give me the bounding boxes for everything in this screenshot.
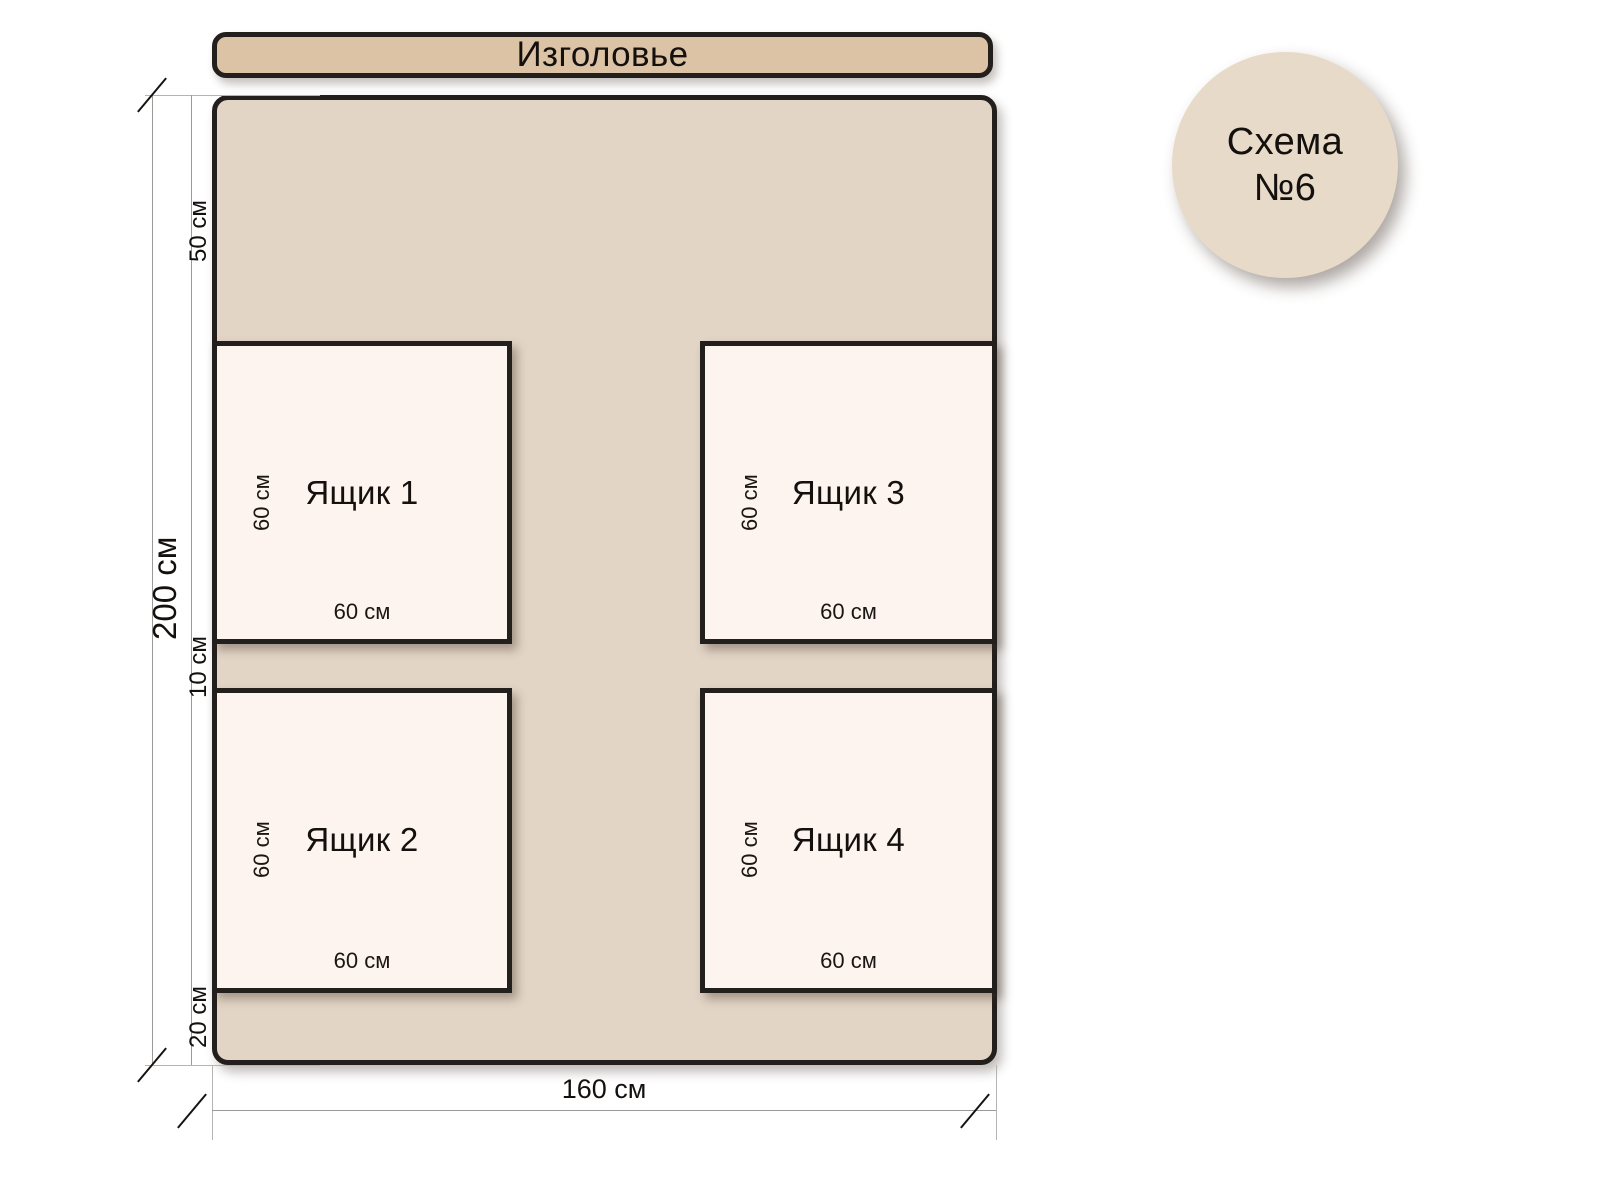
drawer-3-width-label: 60 см — [820, 599, 877, 624]
ext-line-left — [212, 1065, 213, 1140]
headboard-bar: Изголовье — [212, 32, 993, 78]
ext-line-top — [145, 95, 320, 96]
width-tick-left — [177, 1093, 207, 1129]
segment-label-top-gap: 50 см — [185, 200, 212, 262]
drawer-4[interactable]: Ящик 4 60 см 60 см — [700, 688, 997, 993]
drawer-2-width-label: 60 см — [333, 948, 391, 973]
drawer-4-width-label: 60 см — [820, 948, 877, 973]
overall-width-dimension-line — [212, 1110, 996, 1111]
drawer-1[interactable]: Ящик 1 60 см 60 см — [212, 341, 512, 644]
segment-label-bottom-gap: 20 см — [185, 986, 212, 1048]
headboard-label: Изголовье — [516, 35, 689, 74]
drawer-2-title: Ящик 2 — [305, 821, 419, 858]
drawer-1-height-label: 60 см — [249, 474, 274, 531]
drawer-3-height-label: 60 см — [737, 474, 762, 531]
segment-dimension-line — [191, 95, 192, 1065]
overall-height-dimension-line — [152, 95, 153, 1065]
drawer-3-title: Ящик 3 — [791, 474, 906, 511]
drawer-1-width-label: 60 см — [333, 599, 391, 624]
overall-height-label: 200 см — [146, 536, 183, 640]
drawer-4-height-label: 60 см — [737, 821, 762, 878]
ext-line-right — [996, 1065, 997, 1140]
drawer-2[interactable]: Ящик 2 60 см 60 см — [212, 688, 512, 993]
drawer-4-title: Ящик 4 — [791, 821, 906, 858]
drawer-3[interactable]: Ящик 3 60 см 60 см — [700, 341, 997, 644]
drawer-1-title: Ящик 1 — [305, 474, 419, 511]
drawer-2-height-label: 60 см — [249, 821, 274, 878]
overall-width-label: 160 см — [561, 1074, 647, 1104]
segment-label-middle-gap: 10 см — [185, 636, 212, 698]
ext-line-bottom — [145, 1065, 320, 1066]
